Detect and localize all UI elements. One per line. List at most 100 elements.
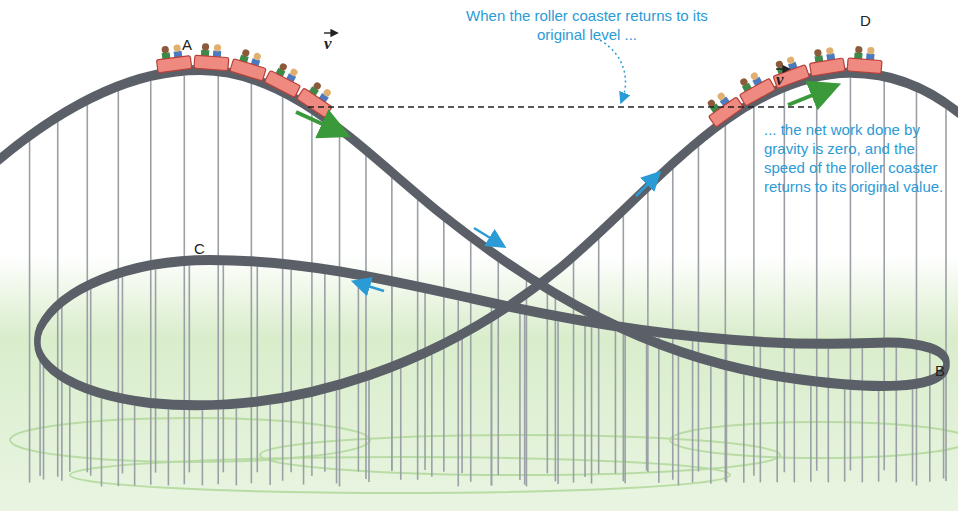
point-label: A [182, 36, 202, 53]
coaster-car [769, 53, 810, 89]
support-pole [776, 381, 778, 482]
support-pole [753, 107, 755, 476]
support-pole [491, 308, 493, 486]
support-pole [883, 81, 885, 470]
support-pole [810, 386, 812, 482]
support-pole [598, 239, 600, 474]
support-pole [491, 322, 493, 486]
support-pole [912, 389, 914, 481]
support-pole [365, 155, 367, 479]
support-pole [672, 168, 674, 479]
support-pole [698, 146, 700, 471]
vector-hat [324, 32, 336, 33]
support-pole [624, 333, 626, 484]
track-rail-top [0, 68, 958, 403]
support-pole [236, 409, 238, 486]
support-pole [101, 398, 103, 486]
support-pole [269, 405, 271, 485]
coaster-car [230, 47, 270, 81]
support-pole [943, 377, 945, 478]
support-pole [391, 177, 393, 471]
support-pole [417, 199, 419, 479]
support-pole [591, 327, 593, 483]
point-label: C [194, 240, 214, 257]
support-pole [391, 286, 393, 471]
support-pole [760, 347, 762, 483]
support-pole [828, 349, 830, 483]
coaster-cars [155, 43, 883, 127]
support-pole [118, 91, 120, 486]
point-label: B [935, 362, 953, 379]
support-pole [584, 315, 586, 477]
support-pole [555, 299, 557, 482]
support-pole [189, 266, 191, 473]
support-pole [183, 76, 185, 485]
support-pole [916, 92, 918, 486]
support-pole [725, 125, 727, 481]
support-pole [878, 391, 880, 482]
support-pole [69, 386, 71, 472]
support-pole [524, 315, 526, 485]
callout-note: When the roller coaster returns to its o… [452, 6, 722, 44]
support-pole [43, 365, 45, 480]
support-pole [557, 321, 559, 484]
support-pole [339, 134, 341, 487]
support-pole [743, 375, 745, 483]
support-pole [844, 389, 846, 481]
vector-symbol: v [776, 70, 792, 90]
support-pole [497, 262, 499, 475]
callout-leader [600, 40, 626, 100]
support-pole [692, 341, 694, 482]
support-pole [90, 289, 92, 476]
vector-symbol: v [324, 34, 340, 54]
direction-arrow [358, 283, 384, 291]
support-pole [400, 368, 402, 480]
ground-shadows [10, 418, 958, 493]
coaster-car [807, 46, 845, 77]
point-label: D [860, 12, 880, 29]
support-pole [303, 399, 305, 485]
support-pole [251, 83, 253, 483]
support-pole [945, 108, 947, 481]
support-pole [256, 267, 258, 473]
coaster-car [733, 67, 775, 106]
support-pole [61, 307, 63, 481]
velocity-arrow [788, 88, 830, 105]
coaster-car [194, 43, 230, 71]
vector-hat [776, 68, 788, 69]
support-pole [336, 390, 338, 483]
support-pole [623, 215, 625, 481]
support-pole [223, 265, 225, 472]
support-pole [615, 330, 617, 473]
level-dashed-line [308, 106, 812, 108]
support-pole [573, 261, 575, 482]
support-pole [368, 380, 370, 482]
support-pole [134, 406, 136, 486]
support-pole [202, 410, 204, 485]
direction-arrow [636, 176, 656, 196]
support-pole [658, 337, 660, 483]
support-pole [929, 353, 931, 482]
support-pole [29, 141, 31, 483]
support-pole [519, 303, 521, 480]
support-pole [311, 114, 313, 476]
support-pole [217, 76, 219, 484]
velocity-arrow [296, 112, 340, 132]
support-pole [150, 81, 152, 485]
support-pole [324, 274, 326, 472]
support-pole [895, 348, 897, 483]
support-pole [710, 366, 712, 484]
support-pole [155, 269, 157, 472]
support-pole [457, 300, 459, 486]
coaster-car [847, 45, 883, 73]
support-pole [794, 348, 796, 482]
coaster-car [264, 59, 306, 97]
support-pole [290, 270, 292, 472]
coaster-car [297, 78, 339, 118]
support-pole [168, 409, 170, 485]
support-pole [678, 356, 680, 485]
support-pole [431, 354, 433, 476]
support-pole [461, 339, 463, 473]
callout-note: ... the net work done by gravity is zero… [764, 120, 952, 196]
